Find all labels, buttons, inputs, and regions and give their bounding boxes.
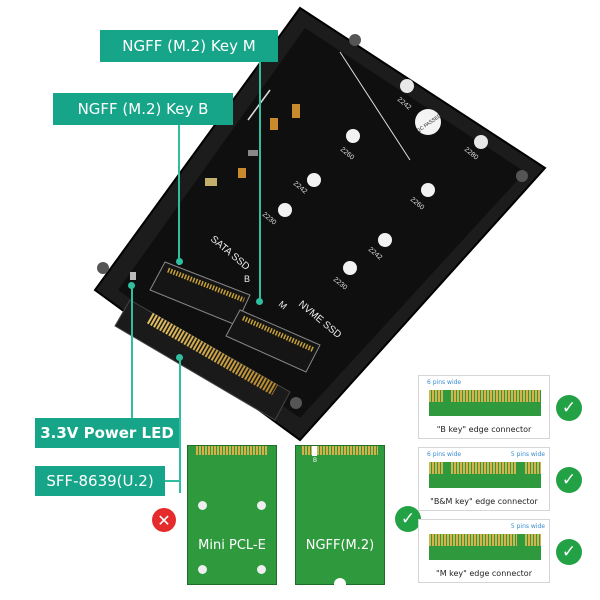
standoff bbox=[378, 233, 392, 247]
smd-component bbox=[238, 168, 246, 178]
card-hole bbox=[257, 565, 266, 574]
standoff bbox=[343, 261, 357, 275]
mount-hole bbox=[290, 397, 302, 409]
leader-dot bbox=[256, 298, 263, 305]
supported-icon: ✓ bbox=[556, 539, 582, 565]
connector-panel-b-key: 6 pins wide "B key" edge connector bbox=[418, 375, 550, 439]
leader-line bbox=[131, 285, 133, 418]
card-hole bbox=[198, 565, 207, 574]
mount-hole bbox=[97, 262, 109, 274]
standoff bbox=[474, 135, 488, 149]
leader-line bbox=[178, 125, 180, 265]
card-key-notch bbox=[312, 446, 317, 456]
mini-pcie-card: Mini PCL-E bbox=[187, 445, 277, 585]
leader-dot bbox=[128, 282, 135, 289]
qc-badge bbox=[415, 109, 441, 135]
u2-connector bbox=[114, 299, 291, 421]
label-power-led: 3.3V Power LED bbox=[35, 418, 179, 448]
panel-caption: "B key" edge connector bbox=[436, 425, 532, 434]
u2-pins bbox=[147, 312, 278, 396]
ngff-card: B NGFF(M.2) bbox=[295, 445, 385, 585]
card-notch bbox=[334, 578, 346, 585]
leader-line bbox=[165, 480, 181, 482]
connector-panel-bm-key: 6 pins wide 5 pins wide "B&M key" edge c… bbox=[418, 447, 550, 511]
leader-line bbox=[179, 360, 181, 493]
label-sff: SFF-8639(U.2) bbox=[35, 466, 165, 496]
mount-hole bbox=[349, 34, 361, 46]
power-led-chip bbox=[130, 272, 136, 280]
leader-dot bbox=[176, 258, 183, 265]
mount-hole bbox=[516, 170, 528, 182]
mini-pcie-label: Mini PCL-E bbox=[198, 538, 266, 553]
smd-component bbox=[270, 118, 278, 130]
panel-caption: "M key" edge connector bbox=[436, 569, 532, 578]
leader-line bbox=[259, 62, 261, 302]
label-key-b: NGFF (M.2) Key B bbox=[53, 93, 233, 125]
card-hole bbox=[198, 501, 207, 510]
unsupported-icon: ✕ bbox=[152, 508, 176, 532]
connector-panel-m-key: 5 pins wide "M key" edge connector bbox=[418, 519, 550, 583]
panel-caption: "B&M key" edge connector bbox=[430, 497, 538, 506]
pins-width-left: 6 pins wide bbox=[427, 451, 462, 458]
pins-width-right: 5 pins wide bbox=[510, 451, 545, 458]
board-divider bbox=[339, 51, 411, 161]
card-hole bbox=[257, 501, 266, 510]
card-gold-fingers bbox=[302, 446, 378, 455]
pins-width-left: 6 pins wide bbox=[427, 379, 462, 386]
standoff bbox=[421, 183, 435, 197]
smd-component bbox=[292, 104, 300, 118]
standoff bbox=[278, 203, 292, 217]
standoff bbox=[346, 129, 360, 143]
edge-connector-graphic bbox=[429, 390, 541, 416]
label-key-m: NGFF (M.2) Key M bbox=[100, 30, 278, 62]
standoff bbox=[400, 79, 414, 93]
card-gold-fingers bbox=[196, 446, 268, 455]
slot-pins bbox=[241, 315, 316, 353]
smd-component bbox=[205, 178, 217, 186]
supported-icon: ✓ bbox=[556, 467, 582, 493]
supported-icon: ✓ bbox=[395, 506, 421, 532]
supported-icon: ✓ bbox=[556, 395, 582, 421]
ngff-key-letter: B bbox=[313, 458, 318, 464]
standoff bbox=[307, 173, 321, 187]
ngff-label: NGFF(M.2) bbox=[305, 538, 375, 553]
edge-connector-graphic bbox=[429, 534, 541, 560]
smd-component bbox=[248, 150, 258, 156]
m2-slot-m bbox=[225, 309, 321, 373]
key-b-mark: B bbox=[244, 274, 250, 284]
leader-dot bbox=[176, 354, 183, 361]
edge-connector-graphic bbox=[429, 462, 541, 488]
pins-width-right: 5 pins wide bbox=[510, 523, 545, 530]
